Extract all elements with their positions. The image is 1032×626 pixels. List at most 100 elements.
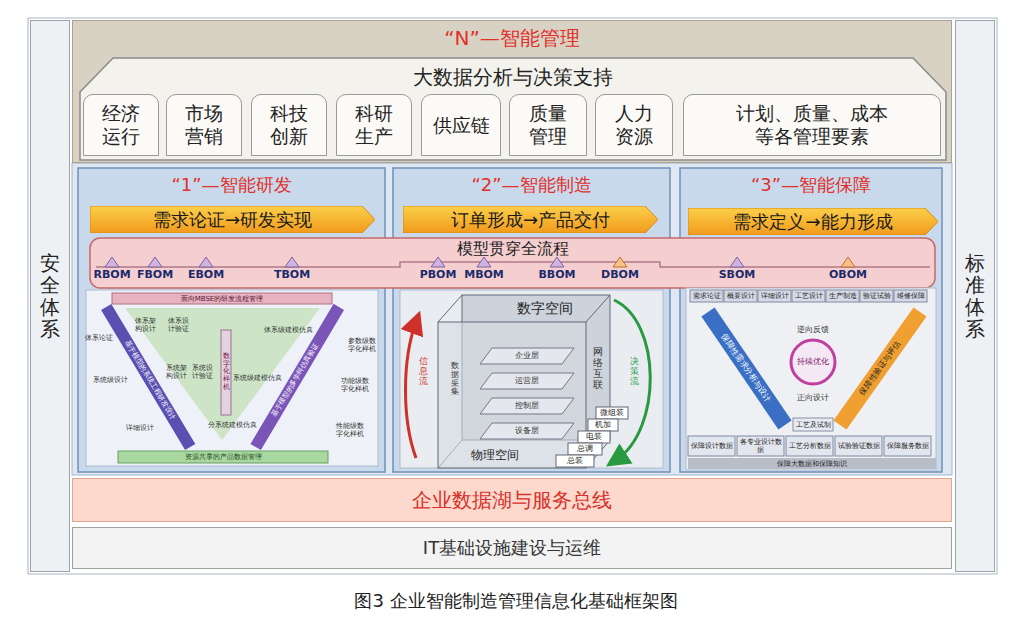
callout-label: 资源共享的产品数据管理 <box>185 453 262 461</box>
callout-label: 保障服务数据 <box>886 442 930 450</box>
support-v-model <box>894 290 927 302</box>
callout-label: 面向MBSE的研发流程管理 <box>181 294 264 302</box>
callout-label: 数字空间 <box>517 300 573 316</box>
panel-frame <box>680 168 942 472</box>
callout-label: 各专业设计数据 <box>739 438 783 454</box>
node-text: “1”—智能研发 <box>171 174 291 196</box>
tab-box: 市场营销 <box>166 94 242 156</box>
callout-label: 系统级设计 <box>93 376 128 384</box>
tab-box: 质量管理 <box>509 94 587 156</box>
arch-outline <box>80 58 946 160</box>
callout-label: 体系级建模仿真 <box>264 326 313 334</box>
callout-label: 详细设计 <box>761 292 789 300</box>
figure-caption: 图3 企业智能制造管理信息化基础框架图 <box>354 591 677 612</box>
node-text: 需求论证→研发实现 <box>153 209 312 231</box>
node-text: “2”—智能制造 <box>471 174 591 196</box>
digital-physical-space <box>578 431 610 443</box>
infrastructure-band: IT基础设施建设与运维 <box>72 527 952 569</box>
bom-label: MBOM <box>464 269 504 282</box>
bom-label: OBOM <box>829 269 867 282</box>
model-band <box>730 257 744 267</box>
panel-frame <box>78 168 942 472</box>
support-v-model <box>860 290 893 302</box>
process-arrow: 需求定义→能力形成 <box>688 208 938 235</box>
callout-label: 分系统建模仿真 <box>208 421 257 429</box>
support-v-model <box>737 436 784 456</box>
mbse-v-model <box>125 308 320 440</box>
callout-label: 逆向反馈 <box>797 325 829 334</box>
callout-label: 体系架构设计 <box>134 317 156 333</box>
bom-label: DBOM <box>601 269 639 282</box>
callout-label: 机加 <box>595 420 611 429</box>
model-band <box>477 257 491 267</box>
callout-label: 生产制造 <box>829 292 857 300</box>
digital-physical-space <box>568 443 602 455</box>
outer-frame <box>28 18 997 574</box>
bom-label: TBOM <box>274 269 310 282</box>
support-v-model <box>686 288 936 470</box>
digital-physical-space <box>556 455 594 467</box>
callout-label: 微组装 <box>600 408 624 417</box>
tab-box: 供应链 <box>421 94 501 156</box>
callout-label: 保障大数据和保障知识 <box>777 459 847 467</box>
panel-frame <box>393 168 670 472</box>
support-v-model <box>835 436 882 456</box>
callout-label: 性能级数字化样机 <box>335 422 365 438</box>
callout-label: 网络互联 <box>593 346 603 390</box>
node-text: 供应链 <box>433 114 490 137</box>
node-text: 标准体系 <box>965 252 985 340</box>
callout-label: 设备层 <box>515 426 539 435</box>
callout-label: 数字化样机 <box>223 353 230 391</box>
digital-physical-space <box>400 290 663 468</box>
digital-physical-space <box>480 348 574 439</box>
tab-box: 科研生产 <box>336 94 412 156</box>
callout-label: 参数级数字化样机 <box>347 337 377 353</box>
support-v-model <box>834 307 927 429</box>
model-band <box>148 257 162 267</box>
callout-label: 试验验证数据 <box>837 442 881 450</box>
callout-label: 需求论证 <box>693 292 721 300</box>
mbse-v-model <box>86 290 378 466</box>
support-v-model <box>791 340 835 384</box>
callout-label: 总调 <box>577 444 593 453</box>
callout-label: 详细设计 <box>126 424 154 432</box>
support-v-model <box>793 418 833 431</box>
model-band <box>431 257 445 267</box>
digital-physical-space <box>438 322 586 468</box>
support-v-model <box>688 458 936 469</box>
arrow-shape <box>688 208 938 235</box>
support-v-model <box>686 288 936 470</box>
management-block: “N”—智能管理大数据分析与决策支持经济运行市场营销科技创新科研生产供应链质量管… <box>72 20 952 163</box>
tab-box: 经济运行 <box>83 94 159 156</box>
node-text: 经济运行 <box>99 102 143 148</box>
node-text: 科技创新 <box>267 102 311 148</box>
digital-physical-space <box>480 398 574 414</box>
mbse-v-model <box>86 290 378 466</box>
digital-physical-space <box>406 322 417 458</box>
support-v-model <box>724 290 757 302</box>
bom-label: BBOM <box>538 269 575 282</box>
digital-physical-space <box>400 290 663 468</box>
callout-label: 概要设计 <box>727 292 755 300</box>
model-band <box>90 238 935 288</box>
digital-physical-space <box>480 423 574 439</box>
side-band: 标准体系 <box>955 20 995 572</box>
digital-physical-space <box>438 295 610 468</box>
node-text: 质量管理 <box>526 102 570 148</box>
node-text: 模型贯穿全流程 <box>457 239 569 258</box>
callout-label: 电装 <box>586 432 602 441</box>
support-v-model <box>688 436 735 456</box>
callout-label: 系统级建模仿真 <box>233 374 282 382</box>
middle-region <box>72 163 952 475</box>
arrow-shape <box>403 206 658 233</box>
callout-label: 企业层 <box>515 351 539 360</box>
support-v-model <box>690 290 723 302</box>
callout-label: 工艺设计 <box>795 292 823 300</box>
bom-label: FBOM <box>137 269 173 282</box>
arch-banner: 大数据分析与决策支持经济运行市场营销科技创新科研生产供应链质量管理人力资源计划、… <box>79 56 947 161</box>
mbse-v-model <box>221 330 231 415</box>
callout-label: 持续优化 <box>797 357 829 366</box>
tab-box: 科技创新 <box>251 94 327 156</box>
node-text: 安全体系 <box>40 252 60 340</box>
callout-label: 信息流 <box>419 357 428 387</box>
